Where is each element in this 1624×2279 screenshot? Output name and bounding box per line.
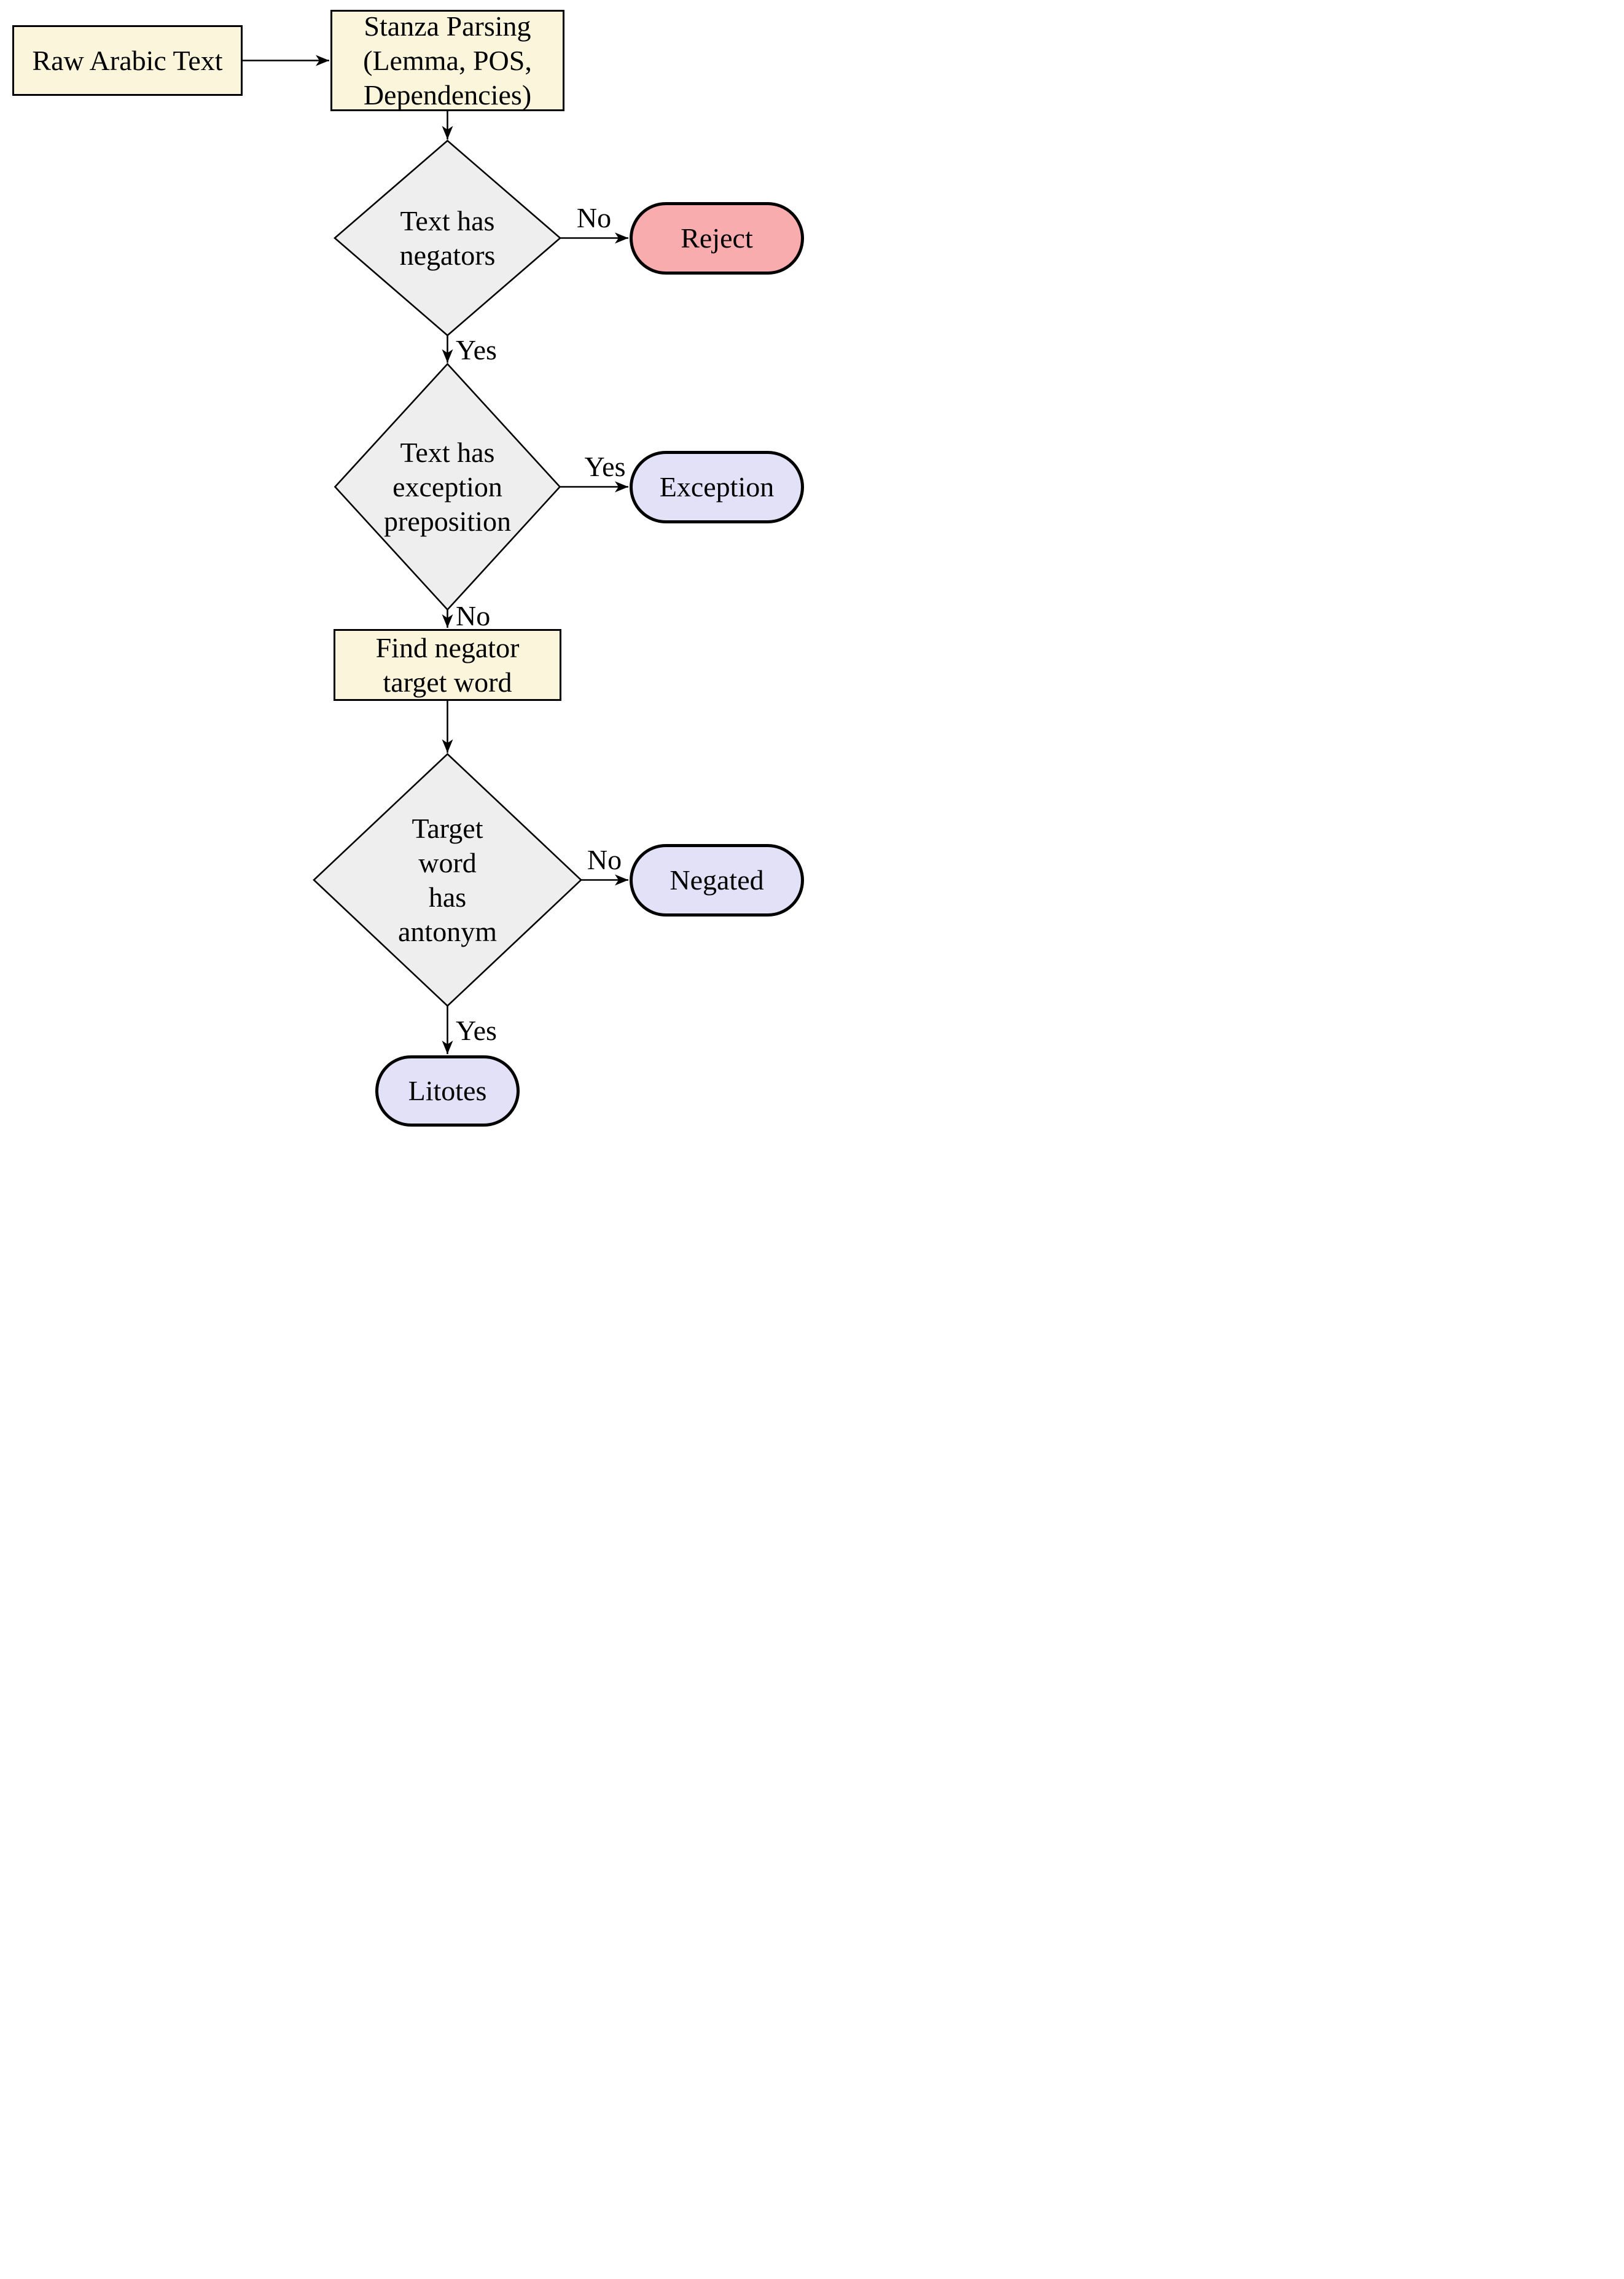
decision-antonym-line1: Target — [412, 812, 483, 844]
process-raw-arabic-text-label: Raw Arabic Text — [32, 44, 223, 76]
process-find-negator-target: Find negator target word — [334, 629, 561, 701]
terminal-reject-label: Reject — [681, 222, 753, 254]
decision-antonym-line3: has — [428, 881, 467, 913]
process-stanza-parsing: Stanza Parsing (Lemma, POS, Dependencies… — [330, 10, 564, 111]
edge-label-negators-yes: Yes — [456, 334, 497, 366]
decision-exception-line2: exception — [392, 471, 502, 502]
decision-exception-preposition: Text has exception preposition — [335, 364, 560, 610]
decision-exception-line1: Text has — [400, 436, 495, 468]
terminal-litotes: Litotes — [375, 1055, 520, 1127]
decision-antonym-line2: word — [418, 846, 477, 878]
process-find-negator-line2: target word — [383, 666, 512, 698]
edge-label-negators-no: No — [576, 202, 612, 233]
terminal-exception: Exception — [630, 451, 804, 523]
edge-label-antonym-yes: Yes — [456, 1015, 497, 1046]
decision-text-has-negators-shape — [334, 139, 561, 337]
decision-target-antonym-shape — [313, 752, 582, 1007]
terminal-litotes-label: Litotes — [408, 1075, 487, 1106]
terminal-exception-label: Exception — [659, 471, 775, 502]
process-stanza-parsing-line1: Stanza Parsing — [364, 10, 531, 42]
process-stanza-parsing-line3: Dependencies) — [363, 79, 532, 111]
edge-label-exception-no: No — [456, 600, 491, 631]
flowchart-canvas: Raw Arabic Text Stanza Parsing (Lemma, P… — [0, 0, 812, 1140]
terminal-negated-label: Negated — [670, 864, 764, 896]
edge-label-exception-yes: Yes — [584, 451, 626, 482]
decision-target-antonym: Target word has antonym — [314, 754, 581, 1006]
terminal-reject: Reject — [630, 202, 804, 275]
terminal-negated: Negated — [630, 844, 804, 917]
flow-connectors — [243, 55, 628, 1054]
edge-label-antonym-no: No — [587, 844, 622, 875]
decision-exception-line3: preposition — [384, 505, 511, 537]
process-raw-arabic-text: Raw Arabic Text — [12, 25, 243, 96]
process-find-negator-line1: Find negator — [375, 631, 520, 663]
process-stanza-parsing-line2: (Lemma, POS, — [363, 44, 532, 76]
decision-negators-line2: negators — [399, 239, 496, 271]
decision-negators-line1: Text has — [400, 205, 495, 237]
decision-antonym-line4: antonym — [398, 915, 497, 947]
decision-text-has-negators: Text has negators — [335, 141, 560, 335]
decision-exception-preposition-shape — [334, 362, 561, 611]
